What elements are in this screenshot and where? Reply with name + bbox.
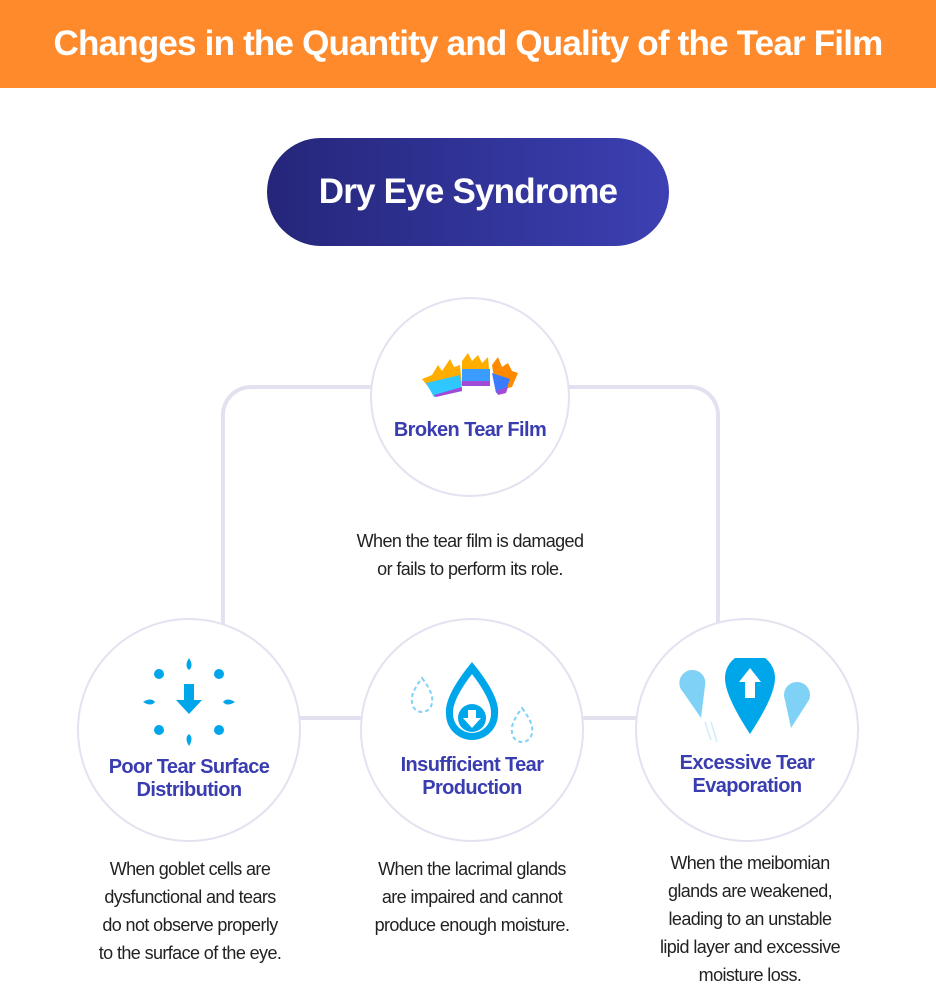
description-line: When the tear film is damaged [356,531,584,551]
node-excessive-tear-evaporation: Excessive Tear Evaporation [635,618,859,842]
node-description: When the tear film is damaged or fails t… [330,527,610,583]
node-title: Insufficient Tear Production [401,754,544,800]
node-title-line: Production [422,777,522,799]
page-title: Changes in the Quantity and Quality of t… [53,24,884,63]
node-title-line: Distribution [136,779,242,801]
node-broken-tear-film: Broken Tear Film [370,297,570,497]
description-line: When the meibomian [670,853,830,873]
broken-film-icon [420,351,520,397]
description-line: lipid layer and excessive [659,937,841,957]
node-title: Excessive Tear Evaporation [680,752,815,798]
node-title-line: Poor Tear Surface [108,756,270,778]
connector-line [300,716,380,720]
node-description: When goblet cells are dysfunctional and … [60,855,320,967]
description-line: produce enough moisture. [374,915,570,935]
node-title-line: Excessive Tear [679,752,815,774]
node-poor-tear-surface-distribution: Poor Tear Surface Distribution [77,618,301,842]
connector-line [580,716,660,720]
description-line: When the lacrimal glands [378,859,566,879]
description-line: to the surface of the eye. [98,943,282,963]
description-line: or fails to perform its role. [377,559,563,579]
node-description: When the lacrimal glands are impaired an… [342,855,602,939]
node-insufficient-tear-production: Insufficient Tear Production [360,618,584,842]
node-description: When the meibomian glands are weakened, … [620,849,880,989]
header-banner: Changes in the Quantity and Quality of t… [0,0,936,88]
node-title: Poor Tear Surface Distribution [109,756,270,802]
description-line: When goblet cells are [109,859,271,879]
description-line: leading to an unstable [668,909,833,929]
drop-up-arrow-icon [677,658,817,748]
description-line: moisture loss. [698,965,802,985]
description-line: glands are weakened, [667,881,833,901]
main-label-pill: Dry Eye Syndrome [267,138,669,246]
spreading-drops-icon [139,656,239,748]
description-line: dysfunctional and tears [104,887,276,907]
node-title-line: Insufficient Tear [400,754,544,776]
description-line: do not observe properly [102,915,278,935]
drop-down-arrow-icon [402,660,542,750]
node-title: Broken Tear Film [393,419,547,441]
description-line: are impaired and cannot [381,887,563,907]
node-title-line: Evaporation [692,775,803,797]
